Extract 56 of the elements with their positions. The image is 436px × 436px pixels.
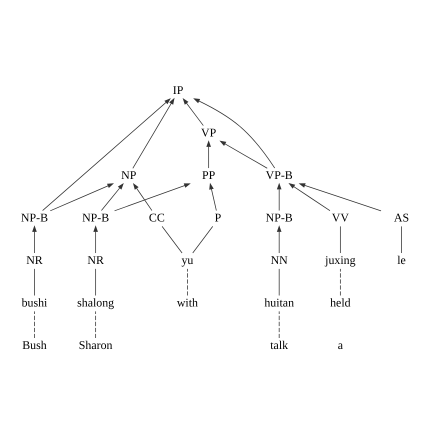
node-text: CC [148, 210, 165, 224]
arrow [298, 182, 382, 211]
connector [340, 268, 341, 296]
connector [34, 268, 35, 296]
node-text: VP-B [266, 168, 293, 182]
node-text: NR [26, 252, 43, 267]
node-text: with [176, 295, 198, 310]
arrow [193, 98, 276, 168]
connector [192, 226, 214, 253]
node-text: NP [121, 168, 136, 182]
connector [340, 226, 341, 253]
arrow [101, 182, 124, 210]
node-text: PP [202, 168, 216, 182]
connector [187, 268, 188, 296]
connector [34, 310, 35, 338]
connector [278, 268, 280, 296]
node-text: Sharon [78, 338, 112, 352]
node-text: VV [332, 210, 349, 224]
node-text: IP [172, 82, 184, 97]
node-text: le [397, 252, 406, 267]
node-text: P [214, 210, 222, 224]
node-text: huitan [264, 295, 294, 310]
connector [278, 310, 280, 338]
arrow [219, 140, 268, 168]
connector [95, 268, 96, 296]
arrow [50, 182, 114, 211]
node-text: talk [270, 338, 288, 352]
arrow [276, 224, 282, 253]
node-text: shalong [77, 295, 114, 310]
arrow [288, 182, 330, 211]
node-text: VP [201, 125, 216, 140]
node-text: bushi [22, 295, 48, 310]
arrow [182, 98, 204, 126]
arrow [209, 182, 217, 210]
node-text: NP-B [266, 210, 293, 224]
node-text: NN [270, 252, 288, 267]
node-text: a [338, 338, 343, 352]
node-text: NP-B [20, 210, 48, 224]
arrow [93, 224, 98, 253]
arrow [276, 182, 282, 210]
connector [95, 310, 96, 338]
node-text: held [330, 295, 351, 310]
connector [401, 226, 402, 253]
node-text: AS [394, 210, 410, 224]
node-text: yu [181, 252, 194, 267]
arrow [114, 182, 191, 211]
arrow [42, 98, 171, 210]
arrow [206, 140, 211, 168]
arrow [132, 182, 152, 210]
node-text: Bush [22, 338, 47, 352]
arrow [32, 224, 37, 253]
node-text: NR [87, 252, 104, 267]
node-text: juxing [325, 252, 356, 267]
node-text: NP-B [82, 210, 110, 224]
connector [162, 226, 182, 253]
arrow [132, 97, 175, 168]
